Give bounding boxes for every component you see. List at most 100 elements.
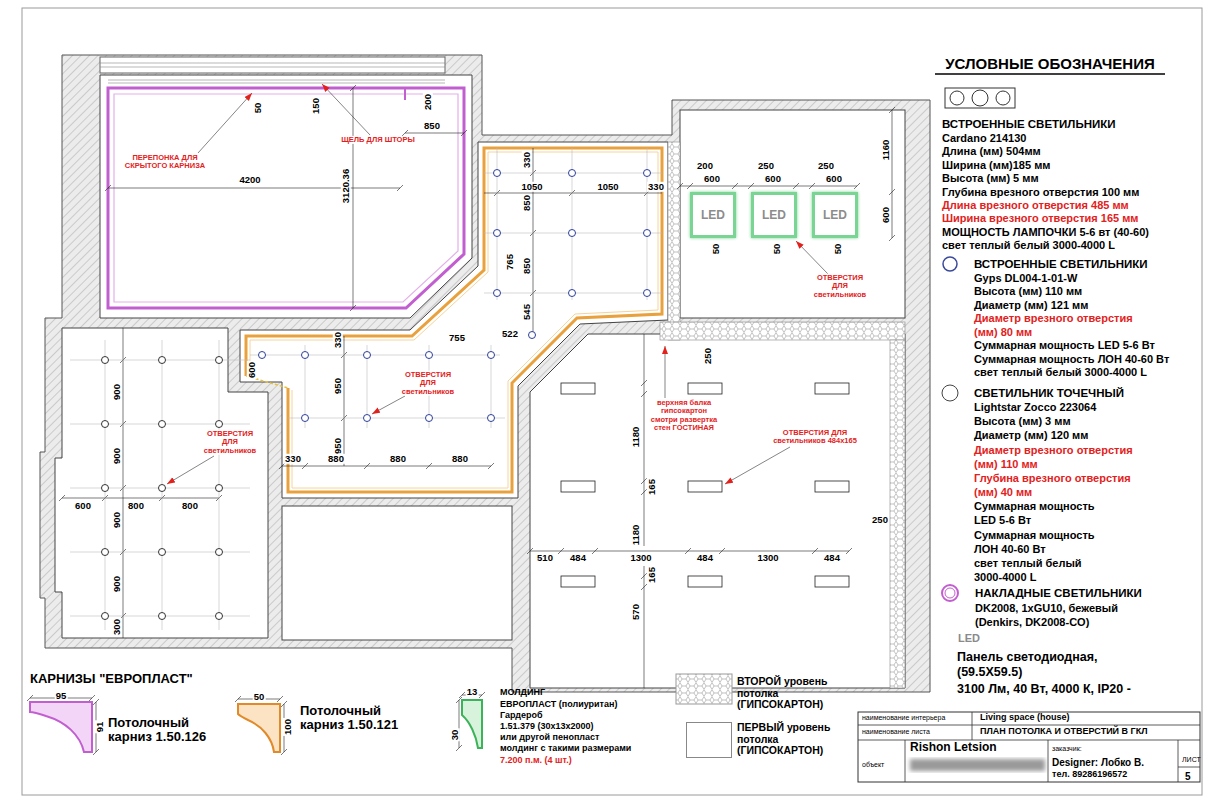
lamp-symbol [945,88,1015,108]
living-room [530,334,905,688]
dimension-label: 50 [253,102,263,115]
lamp-hole [216,485,223,492]
legend-spec: Длина врезного отверстия 485 мм [942,199,1129,211]
dimension-label: 600 [247,361,257,379]
dimension-label: 330 [522,151,532,169]
cornice-line [404,88,406,100]
callout-note: ОТВЕРСТИЯ ДЛЯ светильников [397,371,459,396]
legend-label: Панель светодиодная, [957,651,1098,665]
lamp-hole [216,613,223,620]
dimension-label: 900 [112,575,122,593]
legend-spec: Глубина врезного отверстия [974,472,1131,484]
legend-spec: (Denkirs, DK2008-CO) [975,616,1089,628]
legend-spec: Суммарная мощность [974,529,1095,541]
lamp-hole [159,613,166,620]
leader-line [665,346,666,398]
molding-spec: 7.200 п.м. (4 шт.) [500,756,572,766]
legend-label: НАКЛАДНЫЕ СВЕТИЛЬНИКИ [975,587,1142,600]
lamp-hole [488,415,495,422]
legend-spec: Диаметр врезного отверстия [974,312,1133,324]
bedroom [100,75,472,318]
lamp-hole [102,421,109,428]
dimension-label: 1050 [520,182,543,192]
dimension-label: 950 [333,437,343,455]
walls [40,55,930,692]
legend-spec: свет теплый белый 3000-4000 L [942,239,1115,251]
title-block-cell: Designer: Лобко В. [1052,757,1144,768]
callout-note: ОТВЕРСТИЯ ДЛЯ светильников [200,430,260,455]
dimension-label: 600 [74,501,92,511]
legend-spec: Lightstar Zocco 223064 [974,401,1096,413]
dimension-label: 50 [253,692,266,702]
legend-spec: Диаметр (мм) 121 мм [974,299,1088,311]
legend-spec: Cardano 214130 [942,132,1026,144]
title-block [858,712,1200,782]
window [100,57,445,73]
lamp-hole [561,576,595,587]
legend-label: Потолочный карниз 1.50.121 [300,704,418,733]
dimension-label: 880 [389,454,407,464]
panel-label: LED [823,208,847,222]
second-level-band [660,322,905,340]
molding-spec: или другой пенопласт [500,733,600,743]
title-block-cell: Living space (house) [980,713,1070,723]
dimension-label: 100 [283,718,293,736]
title-block-cell: ПЛАН ПОТОЛКА И ОТВЕРСТИЙ В ГКЛ [980,727,1147,737]
callout-note: ОТВЕРСТИЯ ДЛЯ светильников 484х165 [765,429,865,446]
molding-spec: молдинг с такими размерами [500,744,631,754]
grid-line [288,418,505,419]
legend-spec: ЛОН 40-60 Вт [974,543,1046,555]
lamp-hole [494,170,501,177]
callout-note: ОТВЕРСТИЯ ДЛЯ светильников [810,274,870,299]
dimension-label: 900 [112,383,122,401]
lamp-symbol [972,90,988,106]
lamp-hole [102,549,109,556]
level-sample [676,674,732,704]
lamp-hole [494,230,501,237]
legend-spec: Gyps DL004-1-01-W [974,272,1077,284]
callout-note: верхняя балка гипсокартон смотри разверт… [647,399,721,432]
legend-spec: (мм) 110 мм [974,458,1038,470]
dimension-label: 165 [647,566,657,584]
lamp-hole [644,290,651,297]
title-block-cell: заказчик: [1052,745,1082,753]
dimension-label: 250 [757,161,775,171]
dimension-label: 330 [647,182,665,192]
legend-label: ПЕРВЫЙ уровень потолка (ГИПСОКАРТОН) [737,722,857,757]
dimension-label: 91 [95,721,105,734]
second-level-band [668,142,680,340]
lamp-hole [815,576,849,587]
legend-spec: Диаметр врезного отверстия [974,444,1133,456]
title-block-cell: Rishon Letsion [910,741,997,754]
section-heading: КАРНИЗЫ "ЕВРОПЛАСТ" [30,672,193,686]
lamp-symbol [943,257,957,271]
title-block-grid [858,712,1200,782]
lamp-hole [644,230,651,237]
legend-spec: Ширина врезного отверстия 165 мм [942,212,1138,224]
lamp-hole [426,352,433,359]
dimension-label: 1050 [596,182,619,192]
dimension-label: 484 [569,553,587,563]
lamp-hole [688,576,722,587]
dimension-line [641,334,647,546]
title-block-cell: объект [862,761,884,769]
legend-spec: (59.5X59.5) [957,666,1022,680]
dimension-label: 900 [112,511,122,529]
dimension-label: 1300 [756,553,779,563]
lamp-hole [426,415,433,422]
dimension-label: 1180 [631,524,641,547]
dimension-label: 165 [647,478,657,496]
legend-spec: Глубина врезного отверстия 100 мм [942,186,1139,198]
title-block-cell: наименование листа [862,728,930,736]
lamp-hole [159,421,166,428]
title-block-cell: 5 [1185,771,1191,782]
lamp-hole [216,421,223,428]
legend-spec: 3100 Лм, 40 Вт, 4000 К, IP20 - [957,683,1131,697]
title-underline [935,73,1165,75]
dimension-label: 765 [505,253,515,271]
dimension-label: 950 [333,377,343,395]
lamp-hole [102,485,109,492]
legend-spec: (мм) 40 мм [974,486,1032,498]
leader-line [322,84,370,135]
